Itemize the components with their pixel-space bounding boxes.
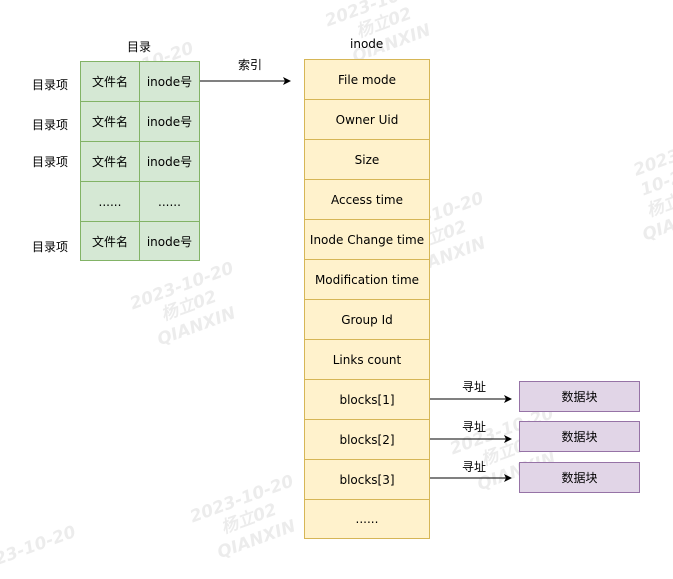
data-block: 数据块 [519, 421, 640, 452]
inode-field-inode-change-time: Inode Change time [304, 219, 430, 260]
addressing-label: 寻址 [462, 380, 487, 394]
index-label: 索引 [238, 58, 263, 72]
inode-field-block-2: blocks[2] [304, 419, 430, 460]
addressing-label: 寻址 [462, 420, 487, 434]
directory-ellipsis-cell: ...... [139, 181, 200, 222]
data-block: 数据块 [519, 381, 640, 412]
data-block: 数据块 [519, 462, 640, 493]
directory-ellipsis-cell: ...... [80, 181, 140, 222]
directory-file-name-cell: 文件名 [80, 221, 140, 261]
directory-inode-number-cell: inode号 [139, 221, 200, 261]
directory-inode-number-cell: inode号 [139, 101, 200, 142]
directory-entry-label: 目录项 [32, 78, 69, 92]
inode-field-modification-time: Modification time [304, 259, 430, 300]
inode-title: inode [350, 37, 384, 51]
directory-file-name-cell: 文件名 [80, 101, 140, 142]
inode-field-file-mode: File mode [304, 59, 430, 100]
directory-file-name-cell: 文件名 [80, 141, 140, 182]
directory-inode-number-cell: inode号 [139, 141, 200, 182]
directory-entry-label: 目录项 [32, 118, 69, 132]
directory-entry-label: 目录项 [32, 240, 69, 254]
addressing-label: 寻址 [462, 460, 487, 474]
inode-field-group-id: Group Id [304, 299, 430, 340]
inode-field-ellipsis: ...... [304, 499, 430, 539]
directory-title: 目录 [127, 40, 152, 54]
directory-entry-label: 目录项 [32, 155, 69, 169]
inode-field-block-3: blocks[3] [304, 459, 430, 500]
inode-field-links-count: Links count [304, 339, 430, 380]
directory-file-name-cell: 文件名 [80, 61, 140, 102]
inode-field-owner-uid: Owner Uid [304, 99, 430, 140]
directory-inode-number-cell: inode号 [139, 61, 200, 102]
